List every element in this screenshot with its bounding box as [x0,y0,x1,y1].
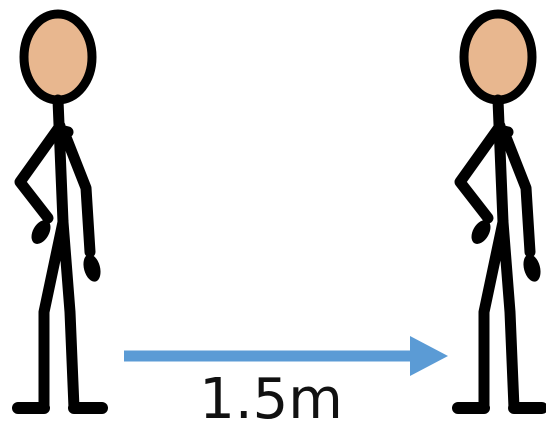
person-left-figure [18,14,103,408]
person-right-figure [458,14,543,408]
distance-label: 1.5m [186,368,356,432]
